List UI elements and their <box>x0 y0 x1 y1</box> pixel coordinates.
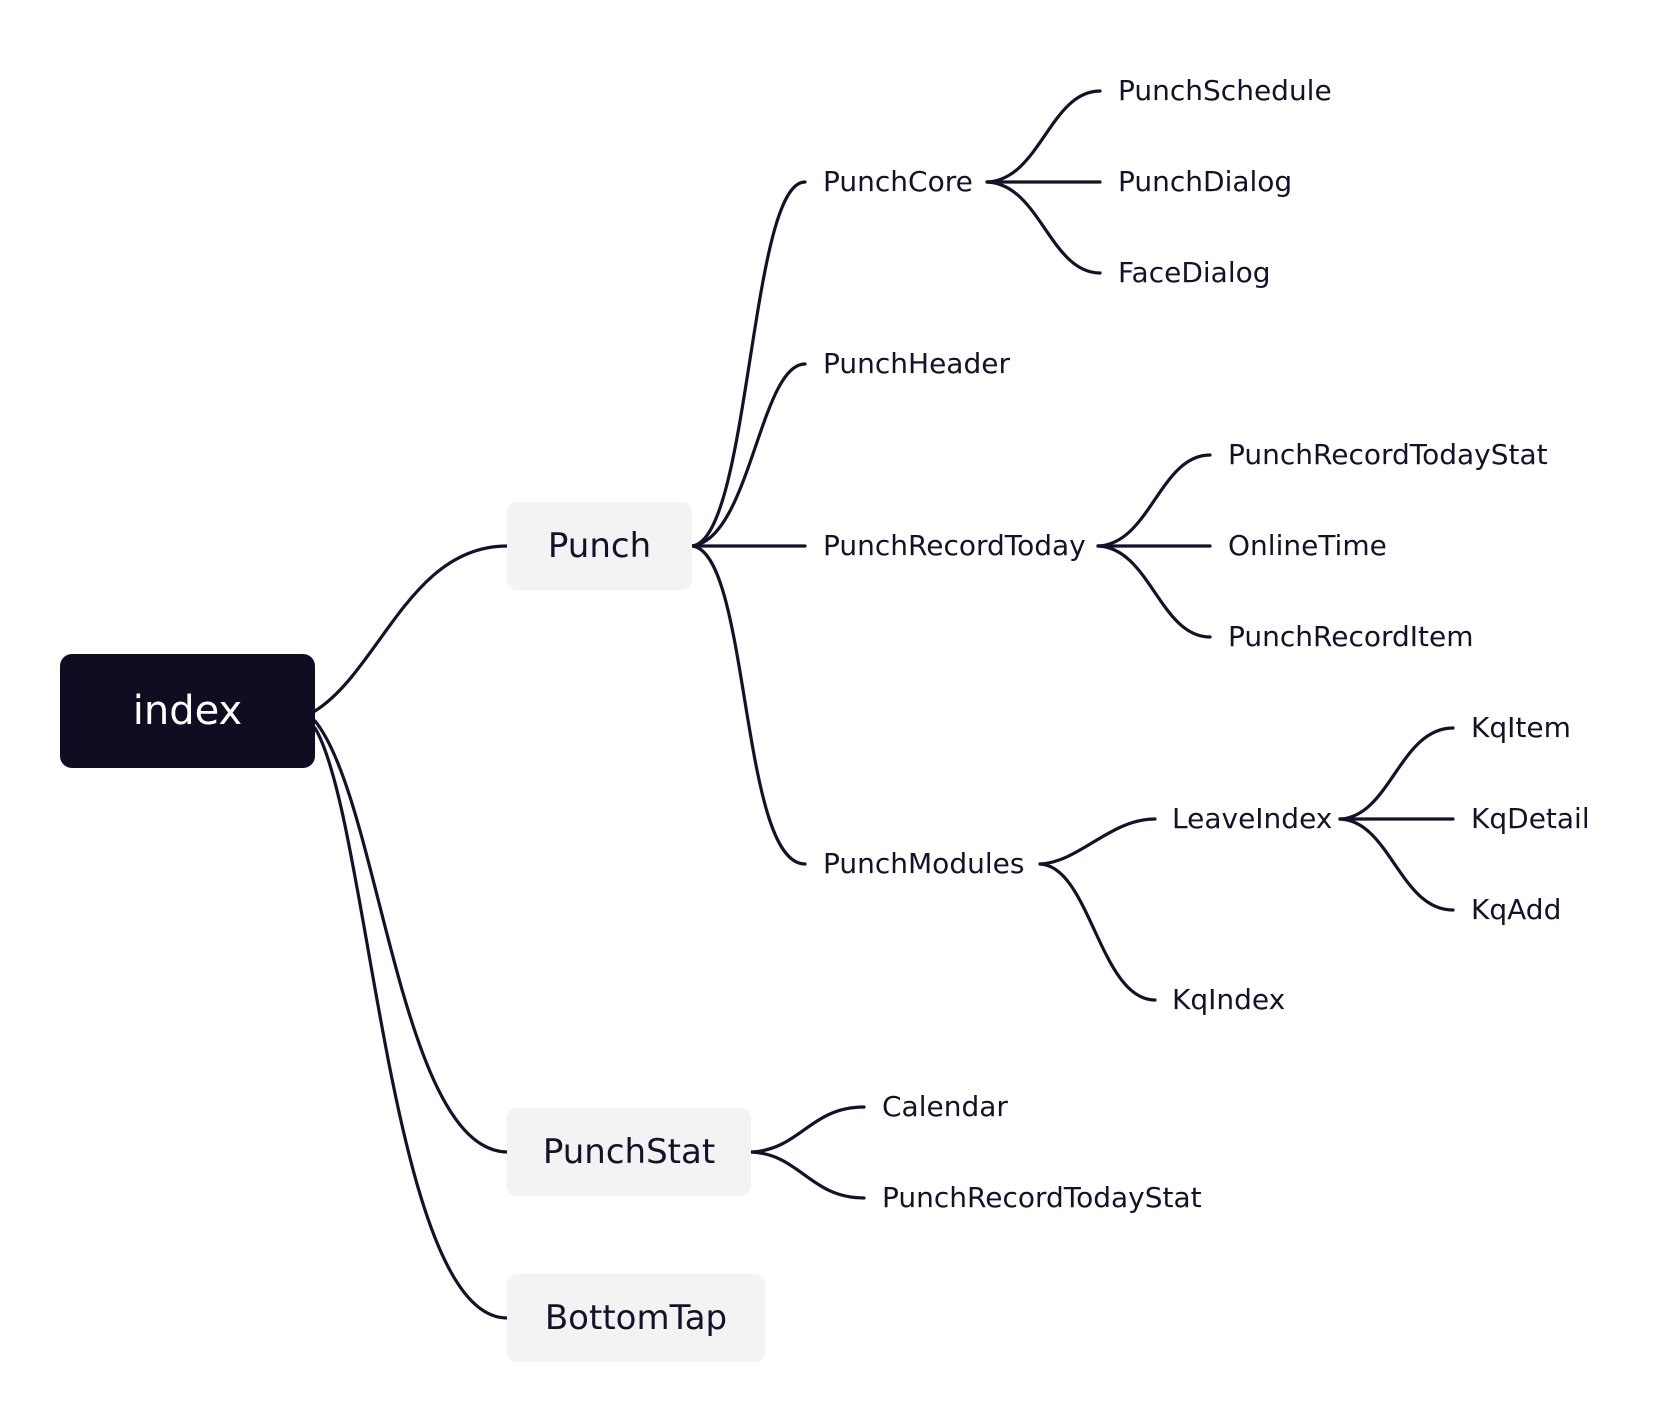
leaf-node-punchdialog[interactable]: PunchDialog <box>1118 165 1292 199</box>
leaf-label: KqIndex <box>1172 983 1286 1016</box>
leaf-node-kqitem[interactable]: KqItem <box>1471 711 1571 745</box>
leaf-node-punchrecordtoday[interactable]: PunchRecordToday <box>823 529 1086 563</box>
branch-node-punchstat[interactable]: PunchStat <box>507 1108 751 1196</box>
link-ps-calendar <box>749 1105 866 1154</box>
leaf-label: LeaveIndex <box>1172 802 1333 835</box>
link-index-punch <box>313 544 509 713</box>
leaf-label: PunchRecordToday <box>823 529 1086 562</box>
branch-node-punch[interactable]: Punch <box>507 502 692 590</box>
leaf-node-punchcore[interactable]: PunchCore <box>823 165 973 199</box>
link-pm-leaveindex <box>1038 817 1157 866</box>
leaf-node-punchheader[interactable]: PunchHeader <box>823 347 1010 381</box>
leaf-label: PunchSchedule <box>1118 74 1332 107</box>
leaf-label: FaceDialog <box>1118 256 1271 289</box>
leaf-label: PunchRecordTodayStat <box>882 1181 1202 1214</box>
leaf-node-punchstat-recordtodaystat[interactable]: PunchRecordTodayStat <box>882 1181 1202 1215</box>
branch-label: BottomTap <box>544 1298 728 1338</box>
leaf-label: PunchHeader <box>823 347 1010 380</box>
leaf-node-leaveindex[interactable]: LeaveIndex <box>1172 802 1332 836</box>
branch-node-bottomtap[interactable]: BottomTap <box>507 1274 765 1362</box>
leaf-label: KqDetail <box>1471 802 1590 835</box>
link-li-kqadd <box>1338 817 1455 912</box>
leaf-node-kqdetail[interactable]: KqDetail <box>1471 802 1590 836</box>
link-ps-recordtodaystat <box>749 1150 866 1200</box>
link-prt-item <box>1096 544 1212 639</box>
leaf-label: PunchRecordItem <box>1228 620 1474 653</box>
branch-label: PunchStat <box>542 1132 716 1172</box>
link-pm-kqindex <box>1038 862 1157 1002</box>
leaf-label: KqAdd <box>1471 893 1562 926</box>
link-punch-punchheader <box>690 362 807 548</box>
leaf-node-onlinetime[interactable]: OnlineTime <box>1228 529 1387 563</box>
leaf-node-kqindex[interactable]: KqIndex <box>1172 983 1285 1017</box>
leaf-label: Calendar <box>882 1090 1008 1123</box>
link-li-kqitem <box>1338 726 1455 821</box>
leaf-label: PunchDialog <box>1118 165 1293 198</box>
link-punchcore-punchschedule <box>985 89 1102 184</box>
root-label: index <box>132 688 243 734</box>
link-index-punchstat <box>313 719 509 1154</box>
leaf-label: PunchRecordTodayStat <box>1228 438 1548 471</box>
leaf-label: KqItem <box>1471 711 1571 744</box>
leaf-node-punchmodules[interactable]: PunchModules <box>823 847 1024 881</box>
root-node-index[interactable]: index <box>60 654 315 768</box>
leaf-node-punchrecorditem[interactable]: PunchRecordItem <box>1228 620 1474 654</box>
leaf-node-facedialog[interactable]: FaceDialog <box>1118 256 1271 290</box>
link-punchcore-facedialog <box>985 180 1102 275</box>
leaf-label: PunchCore <box>823 165 973 198</box>
leaf-node-kqadd[interactable]: KqAdd <box>1471 893 1561 927</box>
leaf-node-punchschedule[interactable]: PunchSchedule <box>1118 74 1332 108</box>
leaf-node-calendar[interactable]: Calendar <box>882 1090 1008 1124</box>
leaf-label: PunchModules <box>823 847 1025 880</box>
link-punch-punchcore <box>690 180 807 548</box>
branch-label: Punch <box>547 526 652 566</box>
link-index-bottomtap <box>313 726 509 1320</box>
leaf-label: OnlineTime <box>1228 529 1387 562</box>
leaf-node-punchrecordtodaystat[interactable]: PunchRecordTodayStat <box>1228 438 1548 472</box>
link-prt-stat <box>1096 453 1212 548</box>
link-punch-punchmodules <box>690 544 807 866</box>
